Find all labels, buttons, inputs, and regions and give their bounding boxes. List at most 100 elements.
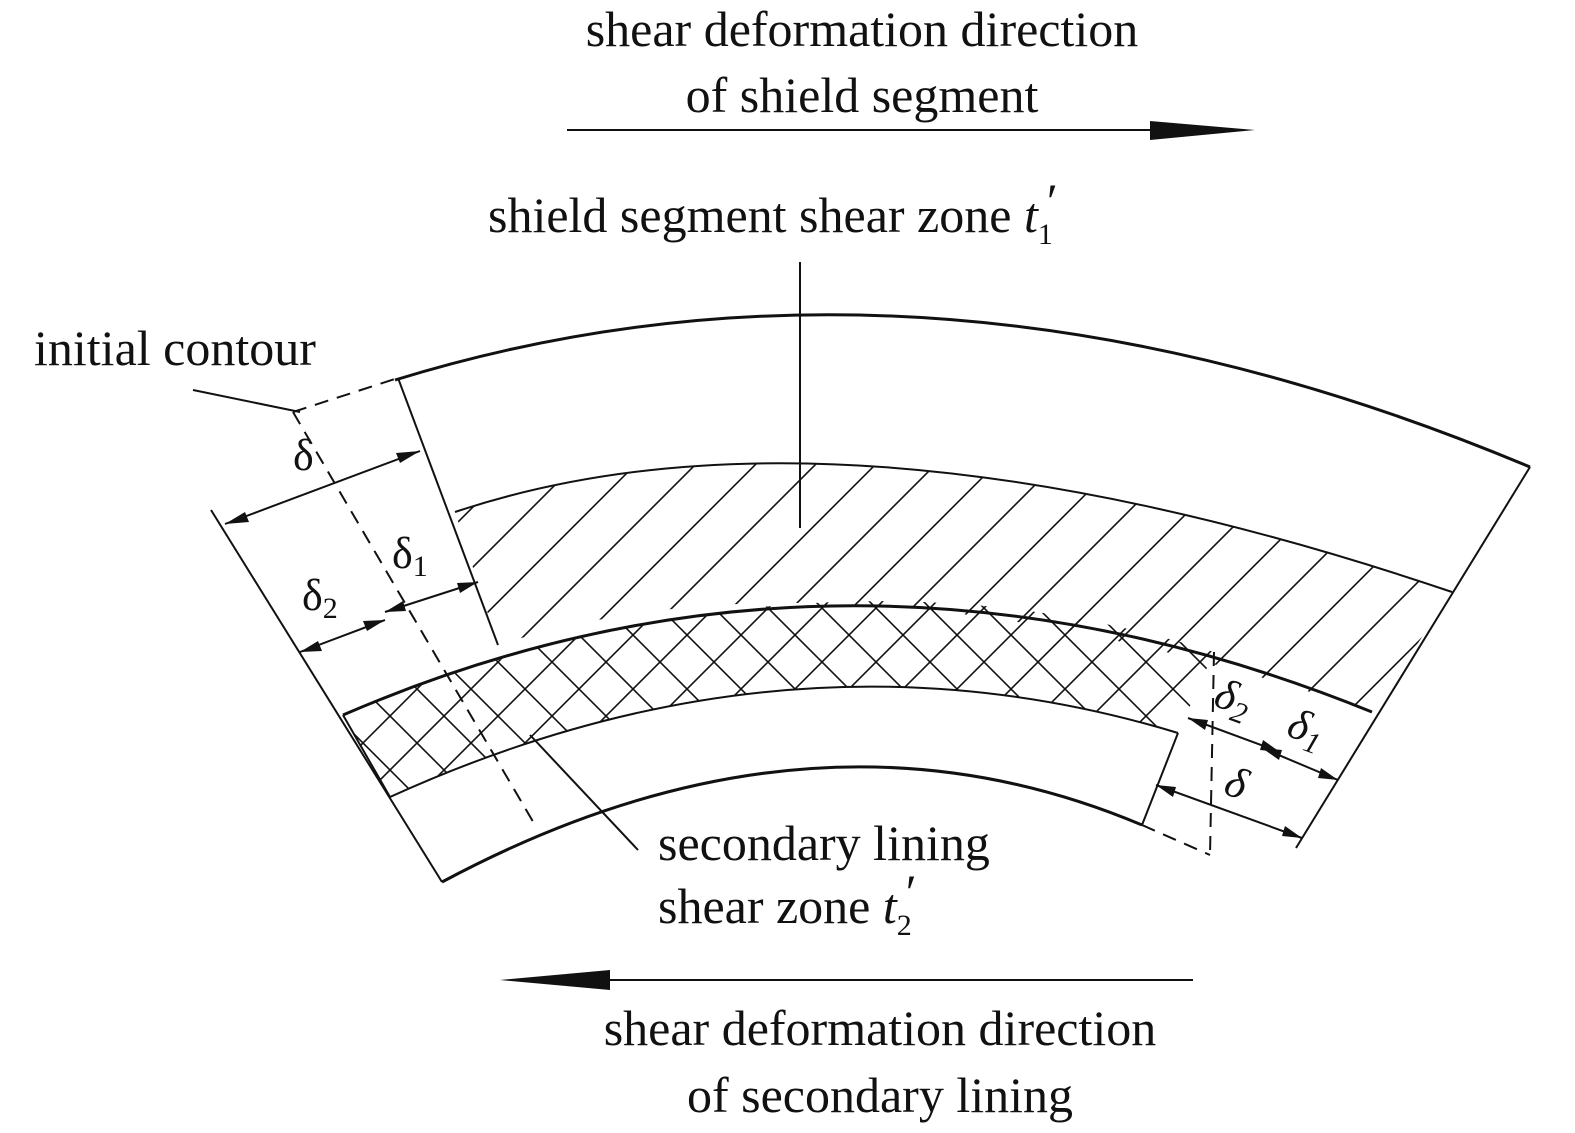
shield-hatch-line	[0, 0, 20, 1000]
shield-hatch-line	[579, 463, 1452, 712]
secondary-hatch-line	[0, 0, 134, 1000]
bottom-direction-label-line1: shear deformation direction	[604, 1000, 1157, 1056]
left-delta-label: δ	[293, 431, 314, 480]
top-direction-arrowhead	[1150, 121, 1255, 140]
initial-contour-label: initial contour	[34, 320, 316, 376]
secondary-hatch-line	[969, 601, 1214, 797]
right-delta1-dimension	[1261, 747, 1339, 781]
shield-hatch-line	[1179, 463, 1452, 712]
shield-hatch-line	[1239, 463, 1452, 712]
shield-hatch-line	[455, 463, 681, 712]
shield-zone-upper-arc	[454, 462, 1453, 593]
secondary-hatch-line	[1131, 601, 1214, 797]
left-shifted-edge	[397, 377, 499, 646]
shield-hatch-line	[455, 463, 1101, 712]
shield-hatch-line	[519, 463, 1452, 712]
shield-hatch-line	[1119, 463, 1452, 712]
secondary-hatch-line	[0, 0, 134, 1000]
left-initial-contour-top	[292, 377, 399, 413]
secondary-hatch-line	[0, 0, 188, 1000]
outer-arc	[394, 313, 1531, 469]
secondary-hatch-line	[343, 601, 621, 797]
shield-hatch-line	[0, 0, 440, 1000]
shield-hatch-line	[939, 463, 1452, 712]
secondary-hatch-line	[1077, 601, 1214, 797]
right-delta-dimension	[1155, 784, 1303, 839]
right-initial-contour-bottom	[1141, 824, 1211, 856]
shield-hatch-line	[0, 0, 80, 1000]
left-edge	[210, 509, 443, 883]
left-delta1-dimension	[384, 581, 479, 613]
secondary-zone-leader	[529, 734, 639, 851]
secondary-hatch-line	[343, 601, 459, 797]
secondary-hatch-line	[0, 0, 188, 1000]
secondary-hatch-line	[343, 601, 729, 797]
secondary-hatch-line	[343, 601, 675, 797]
secondary-hatch-line	[343, 601, 567, 797]
secondary-hatch-line	[1023, 601, 1214, 797]
secondary-hatch-line	[1402, 0, 1575, 1000]
shield-hatch-line	[459, 463, 1452, 712]
secondary-hatch-line	[1294, 0, 1575, 1000]
shield-hatch-line	[0, 0, 260, 1000]
secondary-hatch-line	[1294, 0, 1575, 1000]
secondary-hatch-line	[1510, 0, 1575, 1000]
secondary-hatch-line	[1185, 601, 1214, 797]
right-edge	[1295, 466, 1531, 849]
shield-hatch-line	[1419, 463, 1452, 712]
secondary-hatch-line	[1456, 0, 1575, 1000]
right-initial-contour	[1209, 651, 1215, 856]
secondary-hatch-line	[0, 0, 80, 1000]
secondary-hatch-line	[0, 0, 242, 1000]
right-delta-label: δ	[1219, 756, 1256, 810]
secondary-hatch-line	[1348, 0, 1575, 1000]
secondary-hatch-line	[1456, 0, 1575, 1000]
shield-hatch-line	[455, 463, 1221, 712]
secondary-hatch-line	[343, 601, 621, 797]
secondary-hatch-line	[1023, 601, 1214, 797]
shield-hatch-line	[1540, 0, 1575, 1000]
shield-hatch-line	[455, 463, 501, 712]
secondary-hatch-line	[343, 601, 459, 797]
shield-hatch-line	[455, 463, 1341, 712]
top-direction-label-line2: of shield segment	[686, 67, 1039, 123]
secondary-hatch-line	[343, 601, 351, 797]
secondary-hatch-line	[0, 0, 80, 1000]
secondary-zone-lower-arc	[389, 685, 1179, 798]
secondary-zone-label-line1: secondary lining	[658, 815, 990, 871]
secondary-hatch-line	[1240, 0, 1575, 1000]
secondary-hatch-line	[1564, 0, 1575, 1000]
secondary-hatch-line	[343, 601, 405, 797]
shield-hatch-line	[1359, 463, 1452, 712]
shield-hatch-line	[1059, 463, 1452, 712]
secondary-hatch-line	[343, 601, 675, 797]
left-delta2-dimension	[299, 619, 386, 653]
secondary-hatch-line	[343, 601, 729, 797]
bottom-direction-label-line2: of secondary lining	[687, 1067, 1073, 1123]
shield-zone-label: shield segment shear zone t1′	[488, 173, 1058, 251]
right-delta2-label: δ2	[1207, 668, 1259, 731]
shield-hatch-line	[0, 0, 380, 1000]
secondary-hatch-line	[1131, 601, 1214, 797]
shield-hatch-line	[455, 463, 1401, 712]
secondary-hatch-line	[0, 0, 26, 1000]
bottom-direction-arrowhead	[500, 970, 610, 990]
secondary-hatch-line	[969, 601, 1214, 797]
secondary-hatch-line	[0, 0, 296, 1000]
secondary-hatch-line	[343, 601, 513, 797]
right-inner-edge	[1141, 732, 1179, 826]
secondary-hatch-line	[343, 601, 405, 797]
shield-hatch-line	[999, 463, 1452, 712]
shield-hatch-line	[0, 0, 140, 1000]
shield-hatch-line	[1480, 0, 1575, 1000]
secondary-hatch-line	[1185, 601, 1214, 797]
left-initial-contour	[292, 411, 536, 826]
right-delta1-label: δ1	[1280, 698, 1332, 761]
secondary-hatch-line	[1510, 0, 1575, 1000]
top-direction-label-line1: shear deformation direction	[586, 1, 1139, 57]
left-delta2-label: δ2	[302, 571, 338, 625]
secondary-hatch-line	[343, 601, 567, 797]
secondary-hatch-line	[0, 0, 242, 1000]
secondary-hatch-line	[1402, 0, 1575, 1000]
